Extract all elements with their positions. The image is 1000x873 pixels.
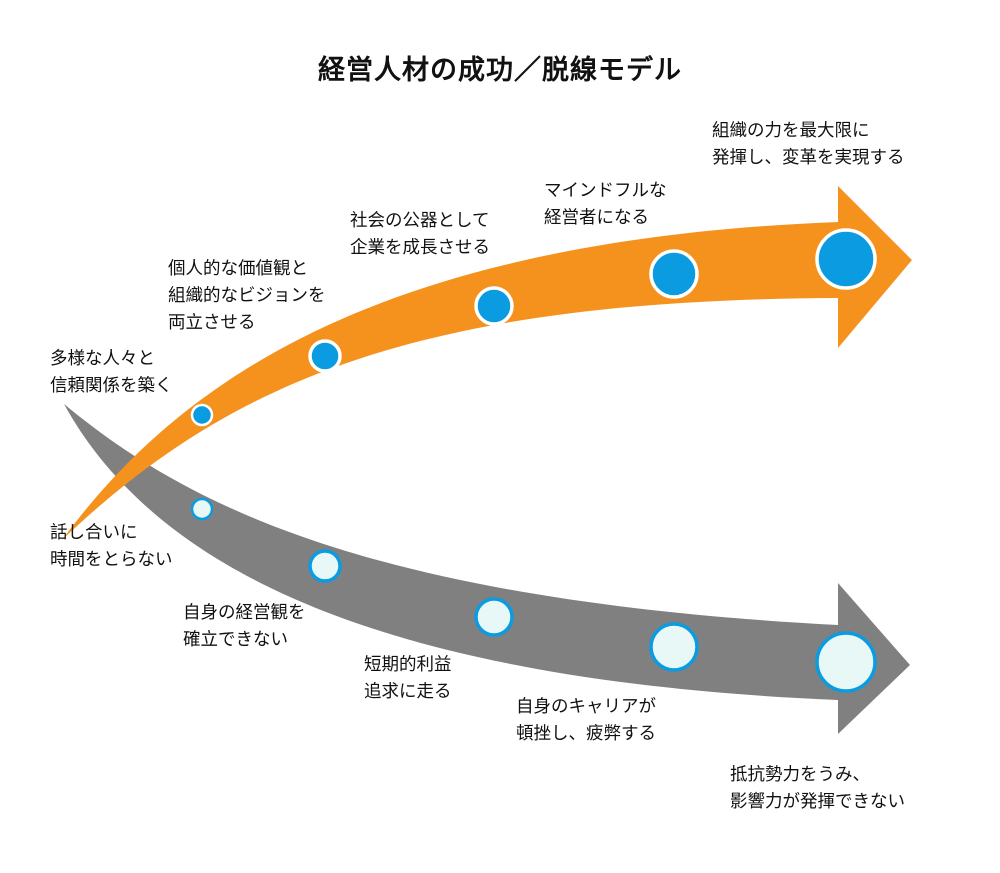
label-line: 信頼関係を築く: [50, 376, 173, 396]
success-step-label: 多様な人々と 信頼関係を築く: [50, 346, 173, 400]
label-line: 短期的利益: [364, 655, 452, 675]
label-line: 経営者になる: [544, 208, 649, 228]
label-line: 頓挫し、疲弊する: [516, 724, 656, 744]
derailment-step-label: 話し合いに 時間をとらない: [50, 520, 173, 574]
derailment-arrow: [64, 404, 910, 734]
derailment-step-dot: [649, 622, 699, 672]
label-line: マインドフルな: [544, 181, 667, 201]
label-line: 発揮し、変革を実現する: [712, 148, 905, 168]
success-step-label: 社会の公器として 企業を成長させる: [350, 208, 490, 262]
derailment-step-dot: [308, 549, 342, 583]
success-step-label: マインドフルな 経営者になる: [544, 178, 667, 232]
label-line: 企業を成長させる: [350, 238, 490, 258]
success-step-label: 個人的な価値観と 組織的なビジョンを 両立させる: [168, 256, 326, 337]
diagram-title: 経営人材の成功／脱線モデル: [318, 55, 682, 86]
label-line: 組織的なビジョンを: [168, 286, 326, 306]
label-line: 自身の経営観を: [183, 603, 306, 623]
success-step-dot: [308, 339, 342, 373]
derailment-step-label: 抵抗勢力をうみ、 影響力が発揮できない: [730, 762, 905, 816]
success-step-dot: [815, 228, 877, 290]
label-line: 影響力が発揮できない: [730, 792, 905, 812]
derailment-step-label: 短期的利益 追求に走る: [364, 652, 452, 706]
success-step-dot: [190, 403, 214, 427]
derailment-step-dot: [190, 497, 214, 521]
label-line: 社会の公器として: [350, 211, 490, 231]
label-line: 組織の力を最大限に: [712, 121, 870, 141]
label-line: 抵抗勢力をうみ、: [730, 765, 870, 785]
label-line: 時間をとらない: [50, 550, 173, 570]
derailment-step-label: 自身の経営観を 確立できない: [183, 600, 306, 654]
derailment-step-dot: [474, 597, 514, 637]
success-step-label: 組織の力を最大限に 発揮し、変革を実現する: [712, 118, 905, 172]
label-line: 多様な人々と: [50, 349, 155, 369]
success-dots: [190, 228, 877, 427]
success-arrow: [62, 186, 912, 540]
label-line: 個人的な価値観と: [168, 259, 308, 279]
label-line: 追求に走る: [364, 682, 452, 702]
derailment-dots: [190, 497, 877, 693]
label-line: 話し合いに: [50, 523, 138, 543]
derailment-step-label: 自身のキャリアが 頓挫し、疲弊する: [516, 694, 656, 748]
success-step-dot: [474, 286, 514, 326]
label-line: 両立させる: [168, 313, 256, 333]
success-step-dot: [649, 249, 699, 299]
derailment-step-dot: [815, 631, 877, 693]
label-line: 確立できない: [183, 630, 288, 650]
label-line: 自身のキャリアが: [516, 697, 656, 717]
